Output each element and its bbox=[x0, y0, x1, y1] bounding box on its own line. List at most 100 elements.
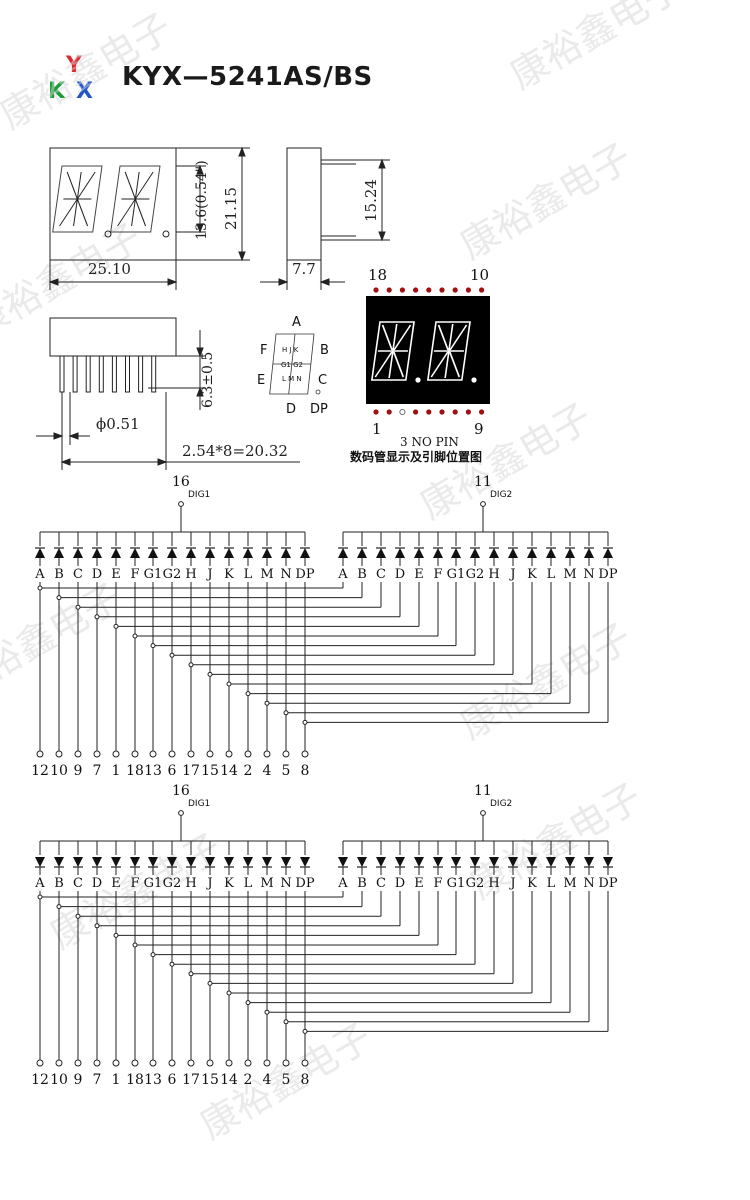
pin-terminal bbox=[225, 750, 233, 758]
led-diode bbox=[470, 548, 480, 558]
segment-label: H bbox=[488, 876, 499, 891]
wire-junction bbox=[283, 1019, 289, 1025]
wire-junction bbox=[94, 923, 100, 929]
pin-dot bbox=[413, 409, 419, 415]
pin-number: 8 bbox=[301, 763, 310, 779]
pin-number: 7 bbox=[93, 1072, 102, 1088]
segment-label: N bbox=[583, 567, 594, 582]
segment-label: J bbox=[205, 567, 212, 582]
wire-junction bbox=[302, 719, 308, 725]
pin-terminal bbox=[225, 1059, 233, 1067]
segment-label: H bbox=[488, 567, 499, 582]
pin-dot bbox=[386, 287, 392, 293]
wire-junction bbox=[188, 971, 194, 977]
pin-dots-top bbox=[373, 287, 485, 293]
dim-width: 25.10 bbox=[88, 260, 131, 278]
segment-label: B bbox=[54, 876, 64, 891]
led-diode bbox=[414, 548, 424, 558]
watermark-text: 康裕鑫电子 bbox=[0, 5, 179, 138]
pin-terminal bbox=[149, 1059, 157, 1067]
watermark-text: 康裕鑫电子 bbox=[453, 135, 640, 268]
pin-dot bbox=[426, 409, 432, 415]
pin-terminal bbox=[36, 1059, 44, 1067]
side-pin-row bbox=[59, 355, 157, 393]
wire-junction bbox=[283, 710, 289, 716]
segment-label: K bbox=[224, 876, 234, 891]
led-diode bbox=[35, 548, 45, 558]
pin-terminal bbox=[282, 1059, 290, 1067]
segment-label: L bbox=[547, 876, 556, 891]
dig1-terminal bbox=[178, 810, 184, 816]
wire-junction bbox=[207, 671, 213, 677]
led-diode bbox=[376, 857, 386, 867]
dig2-terminal bbox=[480, 810, 486, 816]
segment-label: A bbox=[337, 567, 348, 582]
pin-number: 13 bbox=[144, 1072, 162, 1088]
segment-label: C bbox=[73, 567, 83, 582]
led-diode bbox=[167, 857, 177, 867]
pin-number: 4 bbox=[263, 1072, 272, 1088]
wire-junction bbox=[264, 1009, 270, 1015]
segment-label: A bbox=[34, 567, 45, 582]
pin-terminal bbox=[263, 750, 271, 758]
side-pin bbox=[111, 355, 117, 393]
led-diode bbox=[338, 857, 348, 867]
dim-depth: 7.7 bbox=[292, 260, 316, 278]
pin-label-10: 10 bbox=[470, 266, 489, 284]
pin-number: 13 bbox=[144, 763, 162, 779]
side-body-outline bbox=[286, 147, 322, 261]
wire-junction bbox=[113, 623, 119, 629]
segment-label: G2 bbox=[466, 567, 485, 582]
pin-terminal bbox=[149, 750, 157, 758]
wire-junction bbox=[56, 904, 62, 910]
led-diode bbox=[73, 548, 83, 558]
pin-dot bbox=[479, 287, 485, 293]
segment-label: D bbox=[395, 567, 405, 582]
wire-junction bbox=[132, 942, 138, 948]
seg-label-d: D bbox=[286, 402, 296, 417]
pin-terminal bbox=[74, 750, 82, 758]
led-diode bbox=[451, 857, 461, 867]
wire-junction bbox=[169, 961, 175, 967]
led-diode bbox=[224, 857, 234, 867]
led-diode bbox=[489, 857, 499, 867]
segment-label: M bbox=[260, 567, 273, 582]
segment-label: DP bbox=[598, 567, 617, 582]
pin-view-caption: 数码管显示及引脚位置图 bbox=[350, 449, 482, 464]
wire-junction bbox=[37, 894, 43, 900]
segment-label: F bbox=[130, 876, 139, 891]
side-pin bbox=[72, 355, 78, 393]
segment-label: K bbox=[224, 567, 234, 582]
pin-dot bbox=[479, 409, 485, 415]
pin-dot bbox=[439, 287, 445, 293]
segment-label: B bbox=[357, 567, 367, 582]
pin-terminal bbox=[131, 1059, 139, 1067]
pin-terminal bbox=[168, 1059, 176, 1067]
display-dp bbox=[471, 377, 477, 383]
segment-label: L bbox=[244, 567, 253, 582]
led-diode bbox=[148, 857, 158, 867]
pin-number: 10 bbox=[50, 763, 68, 779]
front-digit-2 bbox=[110, 165, 161, 233]
wire-junction bbox=[37, 585, 43, 591]
pin-terminal bbox=[55, 1059, 63, 1067]
segment-label: G1 bbox=[447, 567, 466, 582]
pin-label-9: 9 bbox=[474, 420, 484, 438]
wire-junction bbox=[302, 1028, 308, 1034]
segment-label: G2 bbox=[163, 567, 182, 582]
segment-label: A bbox=[337, 876, 348, 891]
pin-terminal bbox=[112, 1059, 120, 1067]
led-diode bbox=[54, 548, 64, 558]
pin-dot bbox=[373, 409, 379, 415]
side-pin bbox=[85, 355, 91, 393]
dig1-pin-number: 16 bbox=[172, 783, 190, 799]
side-pin bbox=[151, 355, 157, 393]
dig2-label: DIG2 bbox=[490, 490, 512, 500]
dig1-label: DIG1 bbox=[188, 490, 210, 500]
logo-letter-x: X bbox=[76, 79, 93, 102]
led-diode bbox=[205, 857, 215, 867]
pin-terminal bbox=[244, 750, 252, 758]
led-diode bbox=[92, 548, 102, 558]
